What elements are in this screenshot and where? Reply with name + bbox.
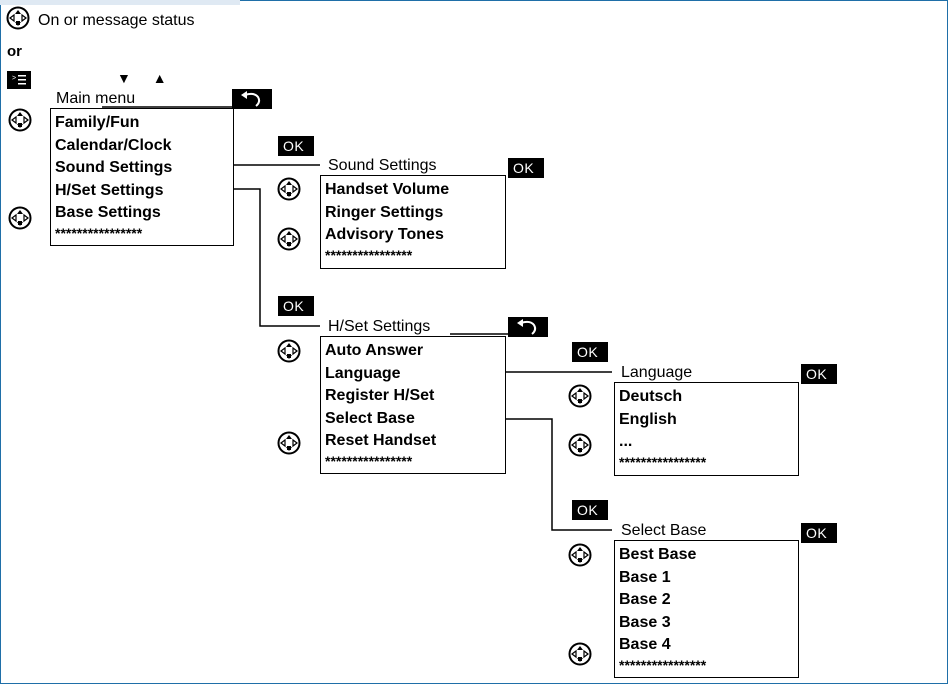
navigation-key-icon[interactable]	[568, 642, 592, 666]
menu-item[interactable]: Register H/Set	[325, 387, 435, 404]
arrow-keys: ▼ ▲	[117, 70, 176, 86]
or-label: or	[7, 43, 22, 60]
hset-settings-box: Auto Answer Language Register H/Set Sele…	[320, 336, 506, 474]
navigation-key-icon[interactable]	[568, 384, 592, 408]
navigation-key-icon[interactable]	[277, 177, 301, 201]
menu-item[interactable]: Base Settings	[55, 204, 161, 221]
back-button[interactable]	[508, 317, 548, 337]
navigation-key-icon[interactable]	[277, 339, 301, 363]
menu-item[interactable]: Base 2	[619, 591, 671, 608]
ok-button[interactable]: OK	[572, 342, 608, 362]
ok-button[interactable]: OK	[278, 296, 314, 316]
menu-footer: ****************	[619, 656, 707, 673]
menu-footer: ****************	[619, 453, 707, 470]
ok-button[interactable]: OK	[508, 158, 544, 178]
navigation-key-icon[interactable]	[568, 433, 592, 457]
menu-item[interactable]: Language	[325, 364, 401, 382]
select-base-title: Select Base	[621, 522, 707, 539]
hset-settings-title: H/Set Settings	[328, 318, 431, 335]
navigation-key-icon[interactable]	[277, 227, 301, 251]
language-box: Deutsch English ... ****************	[614, 382, 799, 476]
navigation-key-icon[interactable]	[277, 431, 301, 455]
menu-item[interactable]: ...	[619, 433, 633, 450]
menu-key-icon[interactable]: >	[7, 71, 31, 89]
menu-item[interactable]: English	[619, 410, 677, 428]
sound-settings-title: Sound Settings	[328, 157, 437, 174]
menu-item[interactable]: Advisory Tones	[325, 226, 444, 243]
main-menu-title: Main menu	[56, 90, 136, 107]
menu-footer: ****************	[325, 246, 413, 263]
menu-item[interactable]: Best Base	[619, 546, 697, 563]
menu-item[interactable]: Ringer Settings	[325, 203, 444, 221]
svg-text:>: >	[12, 75, 16, 82]
menu-item[interactable]: Deutsch	[619, 388, 683, 405]
menu-item[interactable]: Base 1	[619, 568, 671, 586]
status-text: On or message status	[38, 12, 195, 29]
ok-button[interactable]: OK	[801, 523, 837, 543]
menu-item[interactable]: Base 4	[619, 636, 671, 653]
sound-settings-box: Handset Volume Ringer Settings Advisory …	[320, 175, 506, 269]
select-base-box: Best Base Base 1 Base 2 Base 3 Base 4 **…	[614, 540, 799, 678]
navigation-key-icon[interactable]	[6, 6, 30, 30]
menu-item[interactable]: H/Set Settings	[55, 181, 164, 199]
menu-footer: ****************	[55, 224, 143, 241]
navigation-key-icon[interactable]	[8, 108, 32, 132]
menu-item[interactable]: Base 3	[619, 613, 671, 631]
menu-item[interactable]: Handset Volume	[325, 181, 450, 198]
menu-item[interactable]: Auto Answer	[325, 342, 424, 359]
menu-item[interactable]: Select Base	[325, 409, 415, 427]
header-band	[0, 0, 240, 5]
back-button[interactable]	[232, 89, 272, 109]
ok-button[interactable]: OK	[572, 500, 608, 520]
navigation-key-icon[interactable]	[568, 543, 592, 567]
language-title: Language	[621, 364, 693, 381]
main-menu-box: Family/Fun Calendar/Clock Sound Settings…	[50, 108, 234, 246]
ok-button[interactable]: OK	[801, 364, 837, 384]
menu-item[interactable]: Family/Fun	[55, 114, 140, 131]
menu-footer: ****************	[325, 452, 413, 469]
menu-item[interactable]: Calendar/Clock	[55, 136, 172, 154]
menu-item[interactable]: Sound Settings	[55, 159, 173, 176]
ok-button[interactable]: OK	[278, 136, 314, 156]
menu-item[interactable]: Reset Handset	[325, 432, 437, 449]
navigation-key-icon[interactable]	[8, 206, 32, 230]
